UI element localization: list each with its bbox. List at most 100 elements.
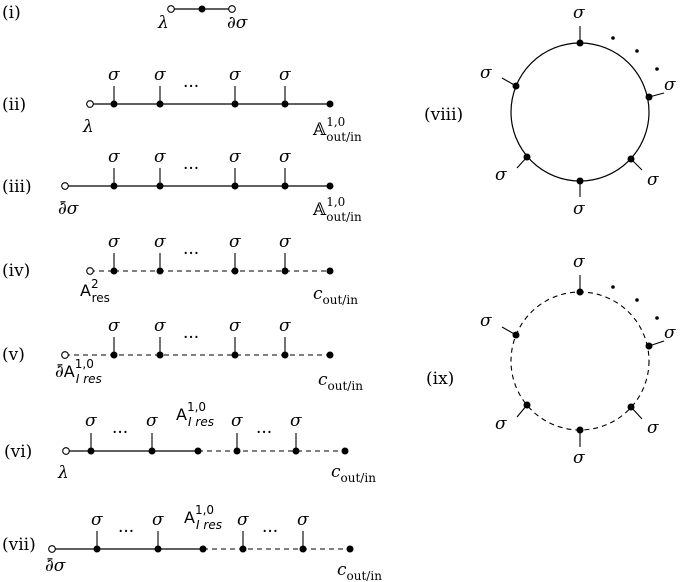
row-label: (vi) — [4, 442, 32, 462]
vertex — [156, 182, 164, 190]
sigma-label: σ — [297, 510, 309, 530]
sigma-label: σ — [480, 311, 492, 331]
vertex — [512, 331, 520, 339]
vertex — [576, 177, 584, 185]
sigma-label: σ — [108, 232, 120, 252]
sigma-label: σ — [647, 170, 659, 190]
vertex — [281, 100, 289, 108]
sigma-label: σ — [154, 232, 166, 252]
ellipsis-dot — [655, 316, 659, 320]
vertex — [110, 182, 118, 190]
left-label: ∂̄σ — [58, 199, 79, 219]
vertex — [645, 93, 653, 101]
ellipsis: ··· — [183, 244, 199, 264]
sigma-label: σ — [573, 252, 585, 272]
vertex — [231, 182, 239, 190]
vertex — [326, 182, 334, 190]
vertex — [346, 545, 354, 553]
row-label: (v) — [2, 345, 25, 365]
row-label: (iii) — [2, 177, 32, 197]
right-label: ∂σ — [227, 13, 248, 33]
sigma-label: σ — [573, 199, 585, 219]
vertex — [576, 39, 584, 47]
left-label: λ — [157, 13, 169, 33]
ellipsis: ··· — [256, 423, 272, 443]
vertex — [156, 267, 164, 275]
vertex — [239, 545, 247, 553]
vertex — [512, 82, 520, 90]
sigma-label: σ — [290, 411, 302, 431]
vertex — [156, 100, 164, 108]
open-vertex — [61, 351, 69, 359]
ellipsis-dot — [655, 67, 659, 71]
open-vertex — [61, 182, 69, 190]
vertex — [154, 545, 162, 553]
vertex — [231, 351, 239, 359]
vertex — [87, 447, 95, 455]
open-vertex — [86, 100, 94, 108]
sigma-label: σ — [146, 411, 158, 431]
open-vertex — [167, 5, 175, 13]
right-label: cout/in — [337, 560, 382, 582]
left-label: λ — [57, 463, 69, 483]
row-i: (i) λ ∂σ — [2, 3, 248, 33]
ellipsis-dot — [611, 285, 615, 289]
right-label: cout/in — [318, 370, 363, 393]
sigma-label: σ — [108, 147, 120, 167]
vertex — [326, 100, 334, 108]
sigma-label: σ — [154, 65, 166, 85]
vertex — [231, 267, 239, 275]
sigma-label: σ — [229, 316, 241, 336]
row-viii: (viii) σ σ σ σ σ σ — [424, 3, 676, 219]
sigma-label: σ — [279, 147, 291, 167]
sigma-label: σ — [279, 65, 291, 85]
sigma-label: σ — [664, 323, 676, 343]
vertex — [299, 545, 307, 553]
vertex — [110, 100, 118, 108]
row-label: (ix) — [426, 369, 454, 389]
sigma-label: σ — [108, 316, 120, 336]
sigma-label: σ — [495, 414, 507, 434]
vertex — [523, 153, 531, 161]
row-label: (viii) — [424, 105, 463, 125]
vertex — [199, 545, 207, 553]
vertex — [627, 403, 635, 411]
ellipsis: ··· — [183, 77, 199, 97]
sigma-label: σ — [154, 147, 166, 167]
row-label: (vii) — [2, 535, 36, 555]
sigma-label: σ — [229, 147, 241, 167]
vertex — [233, 447, 241, 455]
vertex — [627, 155, 635, 163]
sigma-label: σ — [495, 165, 507, 185]
right-label: cout/in — [331, 462, 376, 485]
vertex — [110, 351, 118, 359]
sigma-label: σ — [229, 65, 241, 85]
ellipsis: ··· — [262, 522, 278, 542]
vertex — [645, 342, 653, 350]
vertex — [281, 267, 289, 275]
vertex — [198, 5, 206, 13]
open-vertex — [86, 267, 94, 275]
sigma-label: σ — [229, 232, 241, 252]
vertex — [231, 100, 239, 108]
sigma-label: σ — [85, 411, 97, 431]
sigma-label: σ — [154, 316, 166, 336]
loop — [510, 291, 650, 431]
open-vertex — [228, 5, 236, 13]
sigma-label: σ — [573, 448, 585, 468]
sigma-label: σ — [573, 3, 585, 23]
vertex — [341, 447, 349, 455]
row-label: (ii) — [2, 95, 26, 115]
vertex — [281, 351, 289, 359]
vertex — [156, 351, 164, 359]
